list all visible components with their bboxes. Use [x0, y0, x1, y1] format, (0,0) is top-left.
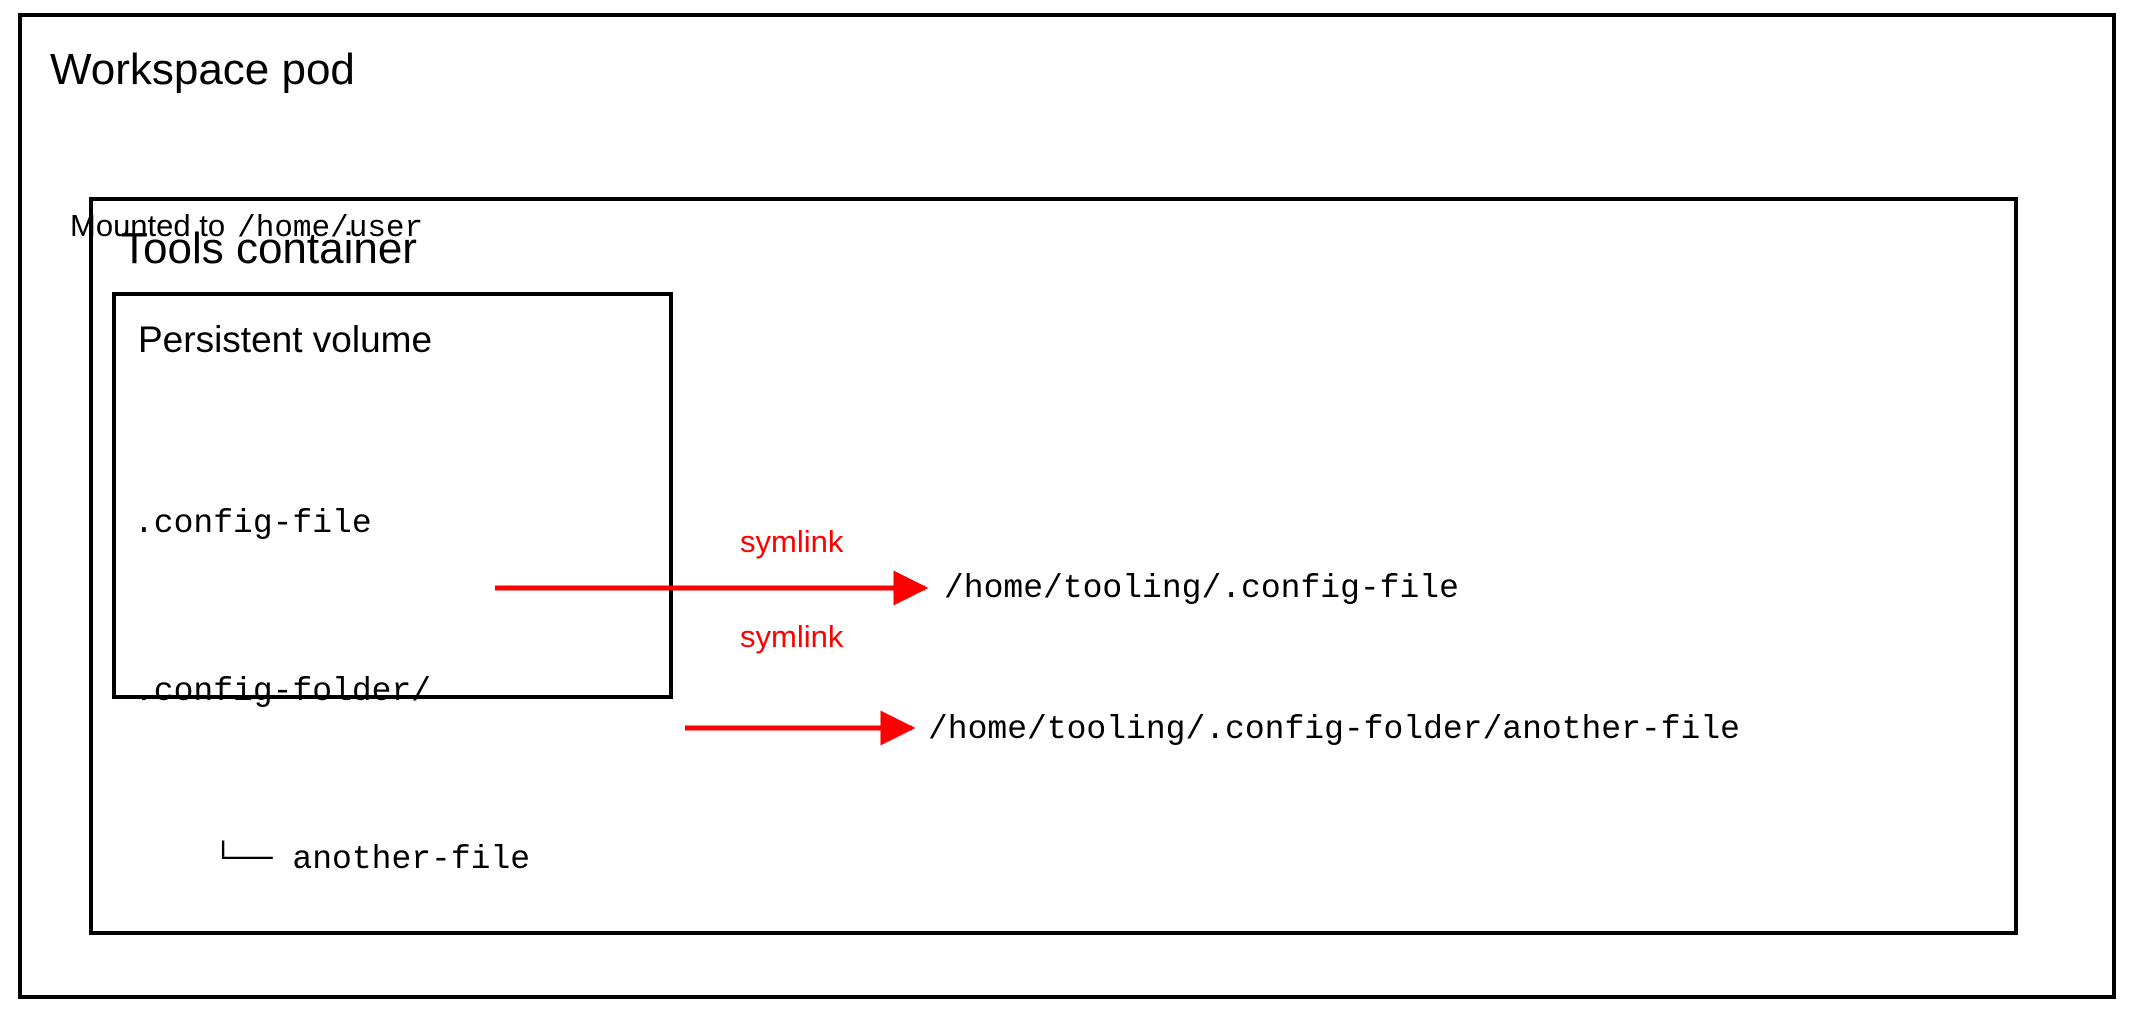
symlink-label-1: symlink: [740, 524, 844, 559]
persistent-volume-box: Persistent volume .config-file .config-f…: [112, 292, 673, 878]
symlink-target-2: /home/tooling/.config-folder/another-fil…: [928, 711, 1740, 748]
mount-path-value: /home/user: [237, 211, 424, 246]
workspace-pod-box: Workspace pod Tools container Mounted to…: [18, 13, 2116, 999]
symlink-label-2: symlink: [740, 619, 844, 654]
tree-item-config-folder: .config-folder/: [134, 673, 432, 710]
symlink-target-1: /home/tooling/.config-file: [944, 570, 1459, 607]
workspace-pod-title: Workspace pod: [50, 45, 355, 94]
mount-label: Mounted to/home/user: [70, 207, 423, 248]
mount-label-prefix: Mounted to: [70, 208, 226, 243]
tree-item-config-file: .config-file: [134, 505, 372, 542]
persistent-volume-file-tree: .config-file .config-folder/ └── another…: [134, 384, 530, 1000]
persistent-volume-title: Persistent volume: [138, 319, 433, 360]
tools-container-title: Tools container: [121, 224, 417, 273]
tree-item-another-file: └── another-file: [134, 841, 531, 878]
